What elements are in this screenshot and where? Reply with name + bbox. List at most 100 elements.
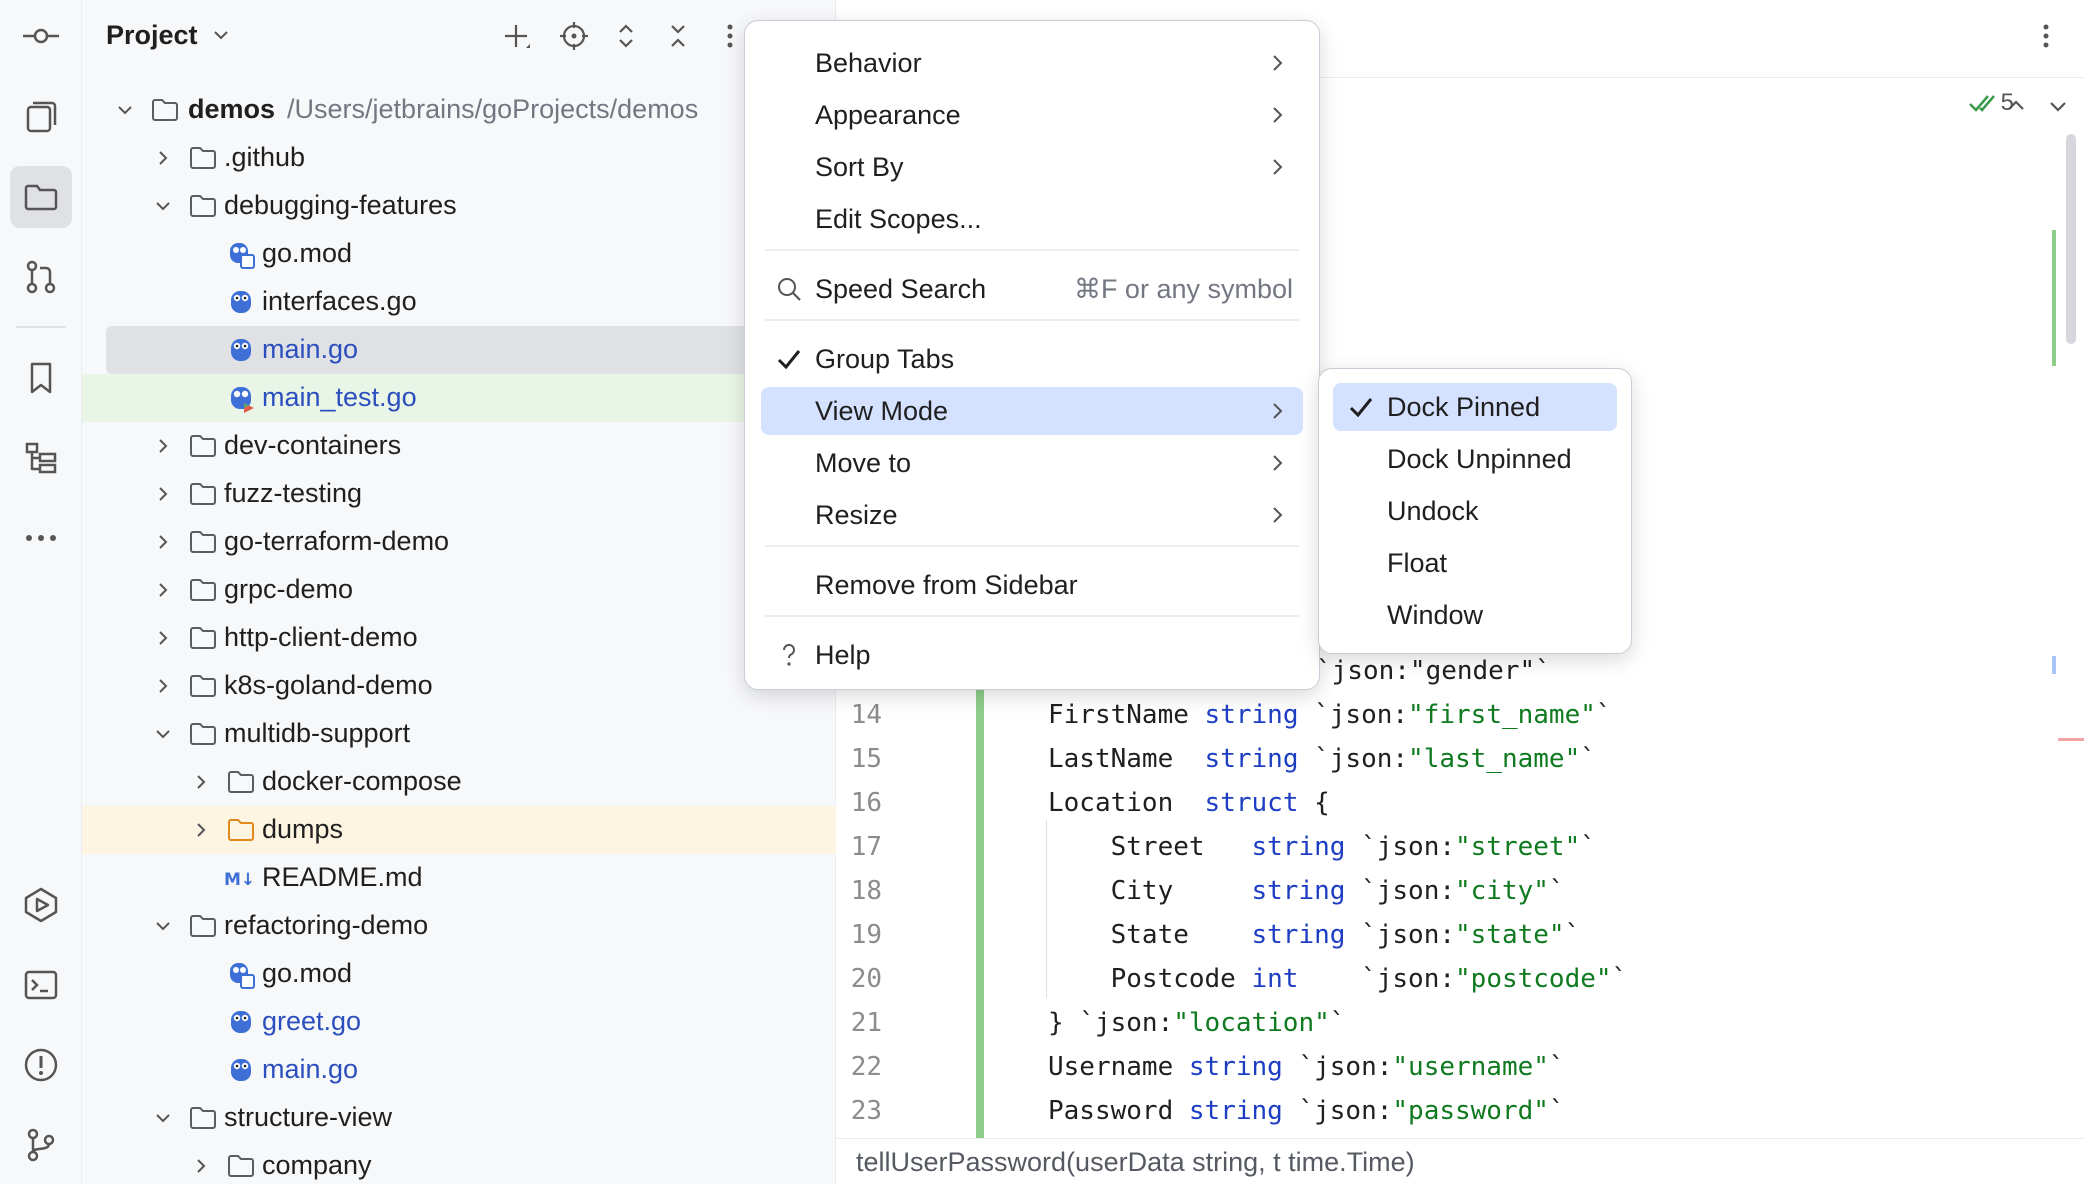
chevron-down-icon[interactable] xyxy=(150,1105,176,1131)
go-file-icon xyxy=(231,339,251,361)
submenu-item-float[interactable]: Float xyxy=(1387,548,1448,578)
git-icon[interactable] xyxy=(10,1114,72,1176)
project-folder-icon[interactable] xyxy=(10,166,72,228)
inspection-widget[interactable]: 5 xyxy=(1967,88,2014,118)
menu-separator xyxy=(765,545,1299,547)
tree-row-interfaces-go[interactable]: interfaces.go xyxy=(82,278,836,326)
collapse-all-icon[interactable] xyxy=(658,16,698,56)
bookmark-icon[interactable] xyxy=(10,347,72,409)
tree-row-http-client-demo[interactable]: http-client-demo xyxy=(82,614,836,662)
terminal-icon[interactable] xyxy=(10,954,72,1016)
svg-text:M↓: M↓ xyxy=(224,870,254,890)
submenu-item-window[interactable]: Window xyxy=(1387,600,1484,630)
chevron-down-icon[interactable] xyxy=(150,913,176,939)
vcs-added-gutter xyxy=(976,680,984,1138)
chevron-right-icon[interactable] xyxy=(150,145,176,171)
tree-row-demos[interactable]: demos/Users/jetbrains/goProjects/demos xyxy=(82,86,836,134)
chevron-right-icon[interactable] xyxy=(150,577,176,603)
code-text: Username string `json:"username"` xyxy=(1048,1052,1565,1082)
chevron-right-icon xyxy=(1273,107,1283,123)
menu-item-edit-scopes[interactable]: Edit Scopes... xyxy=(815,204,982,234)
bookmarks-list-icon[interactable] xyxy=(10,86,72,148)
breadcrumb-text[interactable]: tellUserPassword(userData string, t time… xyxy=(856,1147,1415,1177)
error-marker xyxy=(2058,738,2084,741)
tree-row-go-mod-2[interactable]: go.mod xyxy=(82,950,836,998)
structure-icon[interactable] xyxy=(10,427,72,489)
change-marker xyxy=(2052,230,2056,366)
tree-label: fuzz-testing xyxy=(224,478,363,508)
tree-row-go-mod[interactable]: go.mod xyxy=(82,230,836,278)
tree-row-main-go-selected[interactable]: main.go xyxy=(106,326,836,374)
menu-item-help[interactable]: Help xyxy=(761,631,1303,679)
menu-item-speed-search[interactable]: Speed Search ⌘F or any symbol xyxy=(761,265,1303,313)
tree-row-greet-go[interactable]: greet.go xyxy=(82,998,836,1046)
menu-item-behavior[interactable]: Behavior xyxy=(761,39,1303,87)
tree-row-dumps[interactable]: dumps xyxy=(82,806,836,854)
menu-item-appearance[interactable]: Appearance xyxy=(761,91,1303,139)
menu-item-resize[interactable]: Resize xyxy=(761,491,1303,539)
submenu-item-dock-pinned[interactable]: Dock Pinned xyxy=(1333,383,1617,431)
menu-item-view-mode[interactable]: View Mode xyxy=(761,387,1303,435)
tree-row-refactoring-demo[interactable]: refactoring-demo xyxy=(82,902,836,950)
chevron-right-icon[interactable] xyxy=(188,1153,214,1179)
menu-item-move-to[interactable]: Move to xyxy=(761,439,1303,487)
chevron-right-icon[interactable] xyxy=(188,817,214,843)
menu-item-remove-from-sidebar[interactable]: Remove from Sidebar xyxy=(815,570,1078,600)
line-number: 20 xyxy=(850,964,882,994)
problems-icon[interactable] xyxy=(10,1034,72,1096)
code-line: 19 State string `json:"state"` xyxy=(836,920,2036,964)
submenu-item-dock-unpinned[interactable]: Dock Unpinned xyxy=(1387,444,1572,474)
tree-row-grpc-demo[interactable]: grpc-demo xyxy=(82,566,836,614)
chevron-right-icon[interactable] xyxy=(150,625,176,651)
project-panel-header: Project xyxy=(82,0,836,72)
tree-row-company[interactable]: company xyxy=(82,1142,836,1184)
tree-row-main-go-2[interactable]: main.go xyxy=(82,1046,836,1094)
chevron-right-icon[interactable] xyxy=(188,769,214,795)
options-menu-icon[interactable] xyxy=(710,16,750,56)
services-run-icon[interactable] xyxy=(10,874,72,936)
tree-row-main-test-go[interactable]: main_test.go xyxy=(82,374,836,422)
tree-row-k8s-goland-demo[interactable]: k8s-goland-demo xyxy=(82,662,836,710)
code-line: 21} `json:"location"` xyxy=(836,1008,2036,1052)
tree-row-multidb-support[interactable]: multidb-support xyxy=(82,710,836,758)
tree-row-dev-containers[interactable]: dev-containers xyxy=(82,422,836,470)
more-vertical-icon[interactable] xyxy=(2030,20,2062,52)
tree-row-go-terraform-demo[interactable]: go-terraform-demo xyxy=(82,518,836,566)
tree-label: refactoring-demo xyxy=(224,910,429,940)
chevron-down-icon[interactable] xyxy=(150,193,176,219)
project-panel-title[interactable]: Project xyxy=(106,20,198,50)
locate-icon[interactable] xyxy=(554,16,594,56)
menu-item-group-tabs[interactable]: Group Tabs xyxy=(761,335,1303,383)
tree-row-readme-md[interactable]: M↓ README.md xyxy=(82,854,836,902)
commit-icon[interactable] xyxy=(10,5,72,67)
go-file-icon xyxy=(231,1059,251,1081)
tree-label: .github xyxy=(224,142,306,172)
change-marker xyxy=(2052,656,2056,674)
chevron-down-icon[interactable] xyxy=(112,97,138,123)
chevron-right-icon[interactable] xyxy=(150,481,176,507)
tree-row-structure-view[interactable]: structure-view xyxy=(82,1094,836,1142)
code-line: 20 Postcode int `json:"postcode"` xyxy=(836,964,2036,1008)
tree-row-fuzz-testing[interactable]: fuzz-testing xyxy=(82,470,836,518)
chevron-down-icon[interactable] xyxy=(208,22,234,48)
add-icon[interactable] xyxy=(496,16,536,56)
chevron-right-icon[interactable] xyxy=(150,433,176,459)
tree-label: main.go xyxy=(262,334,359,364)
more-tools-icon[interactable] xyxy=(10,507,72,569)
tree-row-docker-compose[interactable]: docker-compose xyxy=(82,758,836,806)
pull-requests-icon[interactable] xyxy=(10,246,72,308)
tree-label: dev-containers xyxy=(224,430,402,460)
excluded-folder-icon xyxy=(228,819,254,841)
chevron-right-icon[interactable] xyxy=(150,529,176,555)
tree-row-github[interactable]: .github xyxy=(82,134,836,182)
chevron-right-icon[interactable] xyxy=(150,673,176,699)
menu-item-sort-by[interactable]: Sort By xyxy=(761,143,1303,191)
tree-row-debugging-features[interactable]: debugging-features xyxy=(82,182,836,230)
editor-scrollbar[interactable] xyxy=(2066,134,2076,344)
expand-all-icon[interactable] xyxy=(606,16,646,56)
next-highlight-icon[interactable] xyxy=(2044,92,2072,120)
double-check-icon xyxy=(1968,95,1995,112)
previous-highlight-icon[interactable] xyxy=(2002,92,2030,120)
submenu-item-undock[interactable]: Undock xyxy=(1387,496,1479,526)
chevron-down-icon[interactable] xyxy=(150,721,176,747)
